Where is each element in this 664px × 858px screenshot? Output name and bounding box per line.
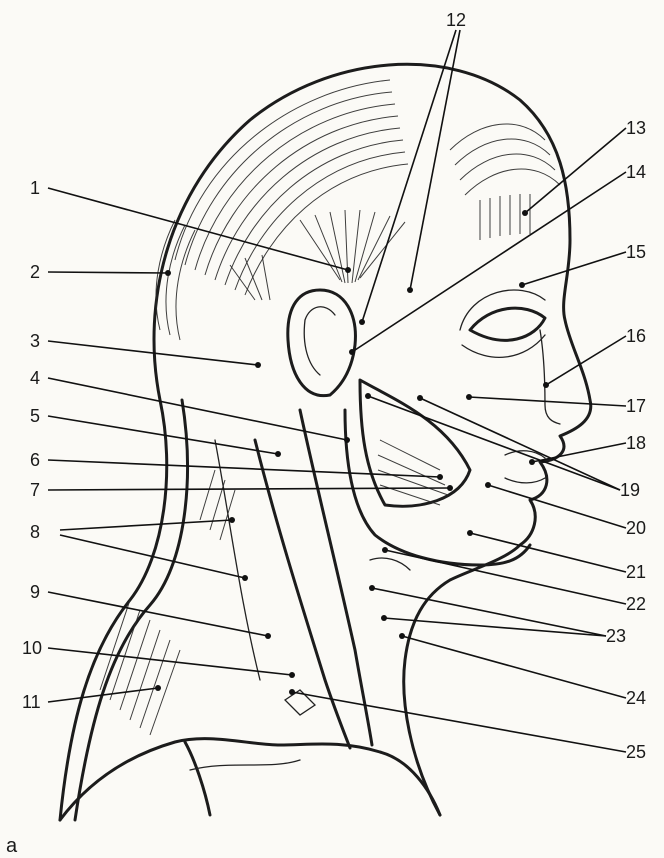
- label-5: 5: [30, 406, 40, 426]
- label-13: 13: [626, 118, 646, 138]
- label-2: 2: [30, 262, 40, 282]
- label-4: 4: [30, 368, 40, 388]
- label-11: 11: [22, 692, 41, 712]
- leader-lines: [48, 30, 626, 752]
- panel-letter: a: [6, 835, 18, 857]
- label-20: 20: [626, 518, 646, 538]
- label-3: 3: [30, 331, 40, 351]
- label-17: 17: [626, 396, 646, 416]
- label-1: 1: [30, 178, 40, 198]
- label-8: 8: [30, 522, 40, 542]
- label-19: 19: [620, 480, 640, 500]
- label-16: 16: [626, 326, 646, 346]
- anatomy-illustration: [60, 64, 591, 820]
- label-21: 21: [626, 562, 646, 582]
- label-12: 12: [446, 10, 466, 30]
- label-9: 9: [30, 582, 40, 602]
- label-14: 14: [626, 162, 646, 182]
- label-15: 15: [626, 242, 646, 262]
- label-23: 23: [606, 626, 626, 646]
- label-10: 10: [22, 638, 42, 658]
- label-18: 18: [626, 433, 646, 453]
- label-24: 24: [626, 688, 646, 708]
- label-6: 6: [30, 450, 40, 470]
- label-22: 22: [626, 594, 646, 614]
- label-25: 25: [626, 742, 646, 762]
- label-7: 7: [30, 480, 40, 500]
